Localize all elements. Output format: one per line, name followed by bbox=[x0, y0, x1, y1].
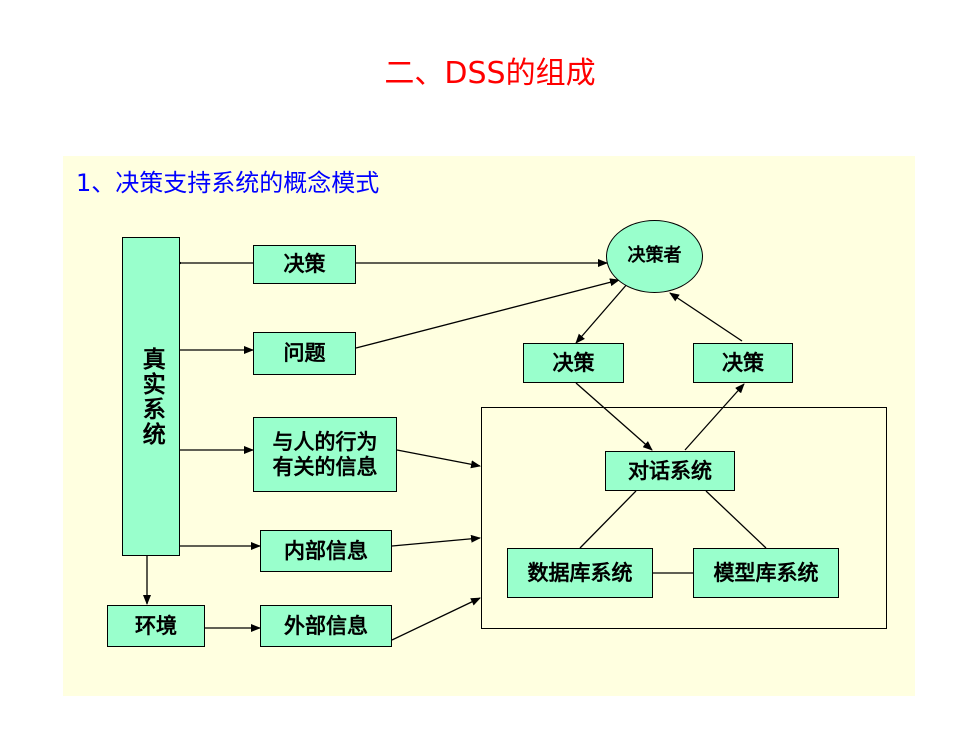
decision-box-right: 决策 bbox=[693, 343, 793, 383]
diagram-subtitle: 1、决策支持系统的概念模式 bbox=[76, 169, 380, 197]
dss-system-frame bbox=[481, 407, 887, 629]
link-dialog-database bbox=[579, 490, 637, 549]
internal-info-box: 内部信息 bbox=[260, 530, 392, 572]
dialog-system-box: 对话系统 bbox=[605, 451, 735, 491]
decision-box-mid: 决策 bbox=[523, 343, 624, 383]
decision-maker-ellipse: 决策者 bbox=[606, 220, 703, 293]
external-info-box: 外部信息 bbox=[260, 605, 392, 647]
model-base-system-box: 模型库系统 bbox=[693, 548, 839, 598]
real-system-box: 真实系统 bbox=[122, 237, 180, 556]
arrow-internal-to-frame bbox=[391, 534, 481, 547]
environment-box: 环境 bbox=[107, 605, 205, 647]
arrow-decision-mid-to-dialog bbox=[575, 382, 653, 451]
database-system-box: 数据库系统 bbox=[507, 548, 653, 598]
arrow-maker-to-decision-mid bbox=[575, 282, 629, 344]
arrow-problem-to-maker bbox=[355, 278, 620, 349]
diagram-panel bbox=[63, 156, 915, 696]
page-title: 二、DSS的组成 bbox=[384, 56, 596, 91]
arrow-decision-right-to-maker bbox=[669, 292, 743, 342]
arrow-human-info-to-frame bbox=[396, 449, 481, 469]
link-dialog-model bbox=[705, 490, 767, 549]
arrow-external-to-frame bbox=[391, 597, 481, 641]
human-behavior-info-box: 与人的行为有关的信息 bbox=[253, 417, 397, 492]
arrow-dialog-to-decision-right bbox=[684, 383, 745, 451]
problem-box: 问题 bbox=[253, 332, 356, 375]
decision-box-left: 决策 bbox=[253, 245, 356, 284]
